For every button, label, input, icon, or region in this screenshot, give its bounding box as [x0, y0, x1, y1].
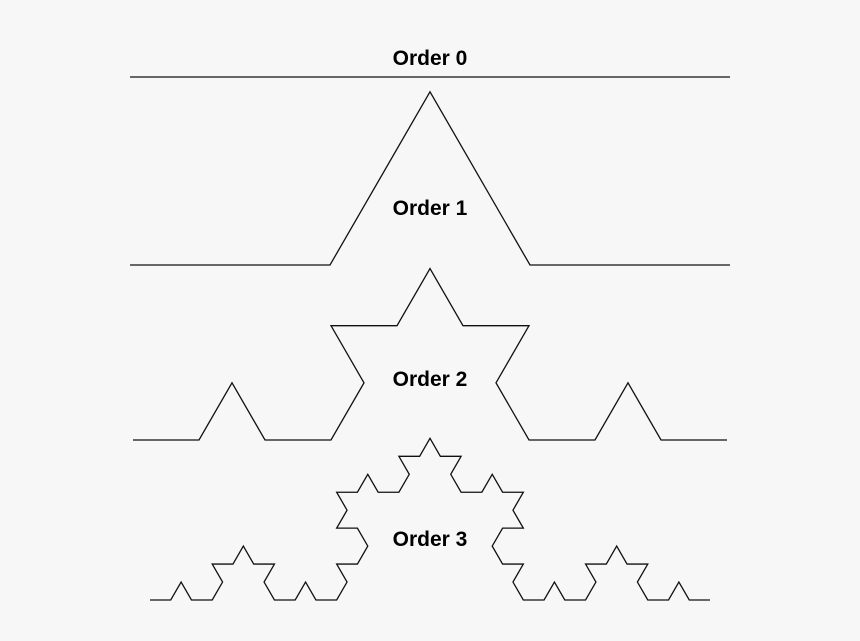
koch-curve-order-3 — [150, 437, 710, 601]
order-1-label: Order 1 — [393, 197, 468, 220]
order-3-label: Order 3 — [393, 528, 468, 551]
koch-curve-order-2 — [133, 267, 727, 441]
order-2-label: Order 2 — [393, 368, 468, 391]
order-0-label: Order 0 — [393, 47, 468, 70]
koch-curve-order-1 — [130, 90, 730, 266]
